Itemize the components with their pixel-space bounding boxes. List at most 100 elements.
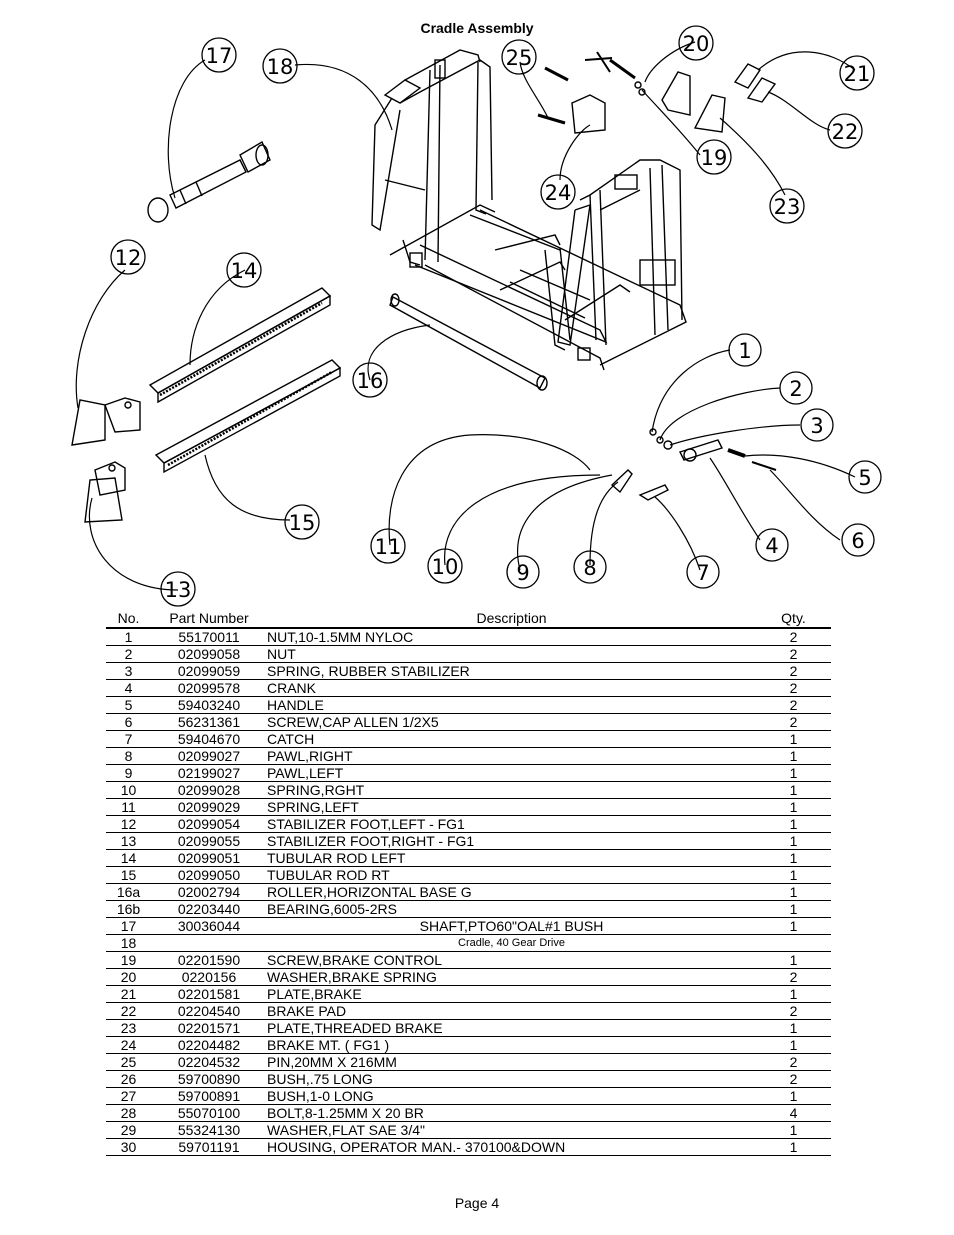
callout-25: 25 [501,39,537,75]
part-number: 0220156 [151,968,267,986]
quantity: 2 [756,628,831,646]
description: WASHER,BRAKE SPRING [267,968,756,986]
description: PLATE,THREADED BRAKE [267,1019,756,1037]
crank-hardware-drawing [610,428,777,501]
row-number: 16a [106,883,151,901]
quantity: 1 [756,917,831,935]
row-number: 30 [106,1138,151,1156]
part-number: 02099028 [151,781,267,799]
row-number: 4 [106,679,151,697]
callout-3: 3 [800,408,834,442]
row-number: 26 [106,1070,151,1088]
quantity: 2 [756,645,831,663]
description: BRAKE PAD [267,1002,756,1020]
quantity: 2 [756,662,831,680]
row-number: 9 [106,764,151,782]
row-number: 17 [106,917,151,935]
quantity: 1 [756,951,831,969]
quantity: 1 [756,985,831,1003]
row-number: 2 [106,645,151,663]
quantity: 1 [756,900,831,918]
description: BOLT,8-1.25MM X 20 BR [267,1104,756,1122]
callout-11: 11 [370,528,406,564]
svg-text:4: 4 [765,534,778,558]
header-description: Description [267,609,756,629]
part-number: 02199027 [151,764,267,782]
stabilizer-feet-drawing [71,397,141,523]
svg-text:22: 22 [832,120,859,144]
svg-text:9: 9 [516,561,529,585]
svg-text:5: 5 [858,466,871,490]
row-number: 6 [106,713,151,731]
callout-13: 13 [160,571,196,607]
quantity: 1 [756,1121,831,1139]
row-number: 1 [106,628,151,646]
row-number: 29 [106,1121,151,1139]
quantity: 1 [756,764,831,782]
description: SHAFT,PTO60"OAL#1 BUSH [267,917,756,935]
parts-table-header: No. Part Number Description Qty. [106,609,831,629]
row-number: 19 [106,951,151,969]
quantity: 1 [756,849,831,867]
svg-text:3: 3 [810,414,823,438]
description: SPRING, RUBBER STABILIZER [267,662,756,680]
quantity: 1 [756,781,831,799]
part-number: 02204540 [151,1002,267,1020]
part-number: 02099050 [151,866,267,884]
svg-text:6: 6 [851,529,864,553]
svg-text:21: 21 [844,62,871,86]
callout-10: 10 [427,548,463,584]
row-number: 5 [106,696,151,714]
description: Cradle, 40 Gear Drive [267,934,756,952]
row-number: 24 [106,1036,151,1054]
quantity [756,934,831,952]
quantity: 2 [756,1070,831,1088]
part-number: 55070100 [151,1104,267,1122]
part-number: 02099051 [151,849,267,867]
description: CRANK [267,679,756,697]
description: HOUSING, OPERATOR MAN.- 370100&DOWN [267,1138,756,1156]
description: BRAKE MT. ( FG1 ) [267,1036,756,1054]
row-number: 12 [106,815,151,833]
quantity: 1 [756,1036,831,1054]
quantity: 2 [756,713,831,731]
quantity: 1 [756,1138,831,1156]
svg-text:1: 1 [738,339,751,363]
pto-shaft-drawing [147,140,271,223]
callout-21: 21 [839,55,875,91]
quantity: 1 [756,883,831,901]
description: HANDLE [267,696,756,714]
quantity: 1 [756,747,831,765]
part-number: 02099059 [151,662,267,680]
part-number: 02099029 [151,798,267,816]
quantity: 1 [756,866,831,884]
description: BEARING,6005-2RS [267,900,756,918]
svg-text:12: 12 [115,246,142,270]
callout-5: 5 [848,460,882,494]
row-number: 27 [106,1087,151,1105]
description: STABILIZER FOOT,RIGHT - FG1 [267,832,756,850]
description: BUSH,1-0 LONG [267,1087,756,1105]
part-number: 59701191 [151,1138,267,1156]
description: CATCH [267,730,756,748]
svg-text:11: 11 [375,535,402,559]
quantity: 2 [756,696,831,714]
callout-bubbles: 1 2 3 4 5 6 7 8 9 10 11 12 13 14 15 16 1… [110,25,882,607]
callout-12: 12 [110,239,146,275]
